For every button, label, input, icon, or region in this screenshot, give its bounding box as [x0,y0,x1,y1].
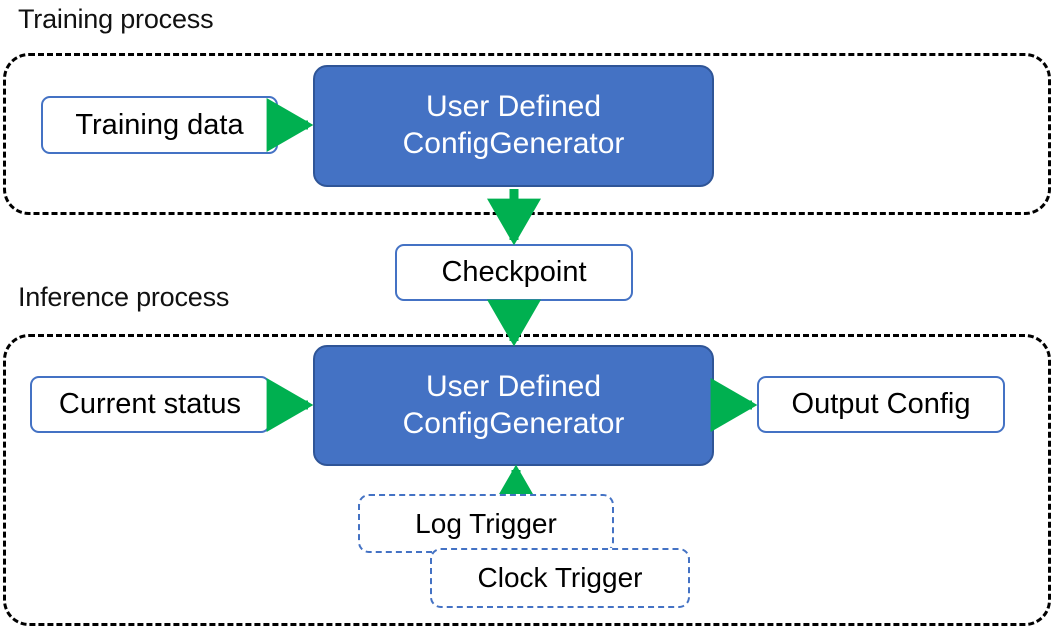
node-training-data[interactable]: Training data [41,96,278,154]
node-train-config-generator[interactable]: User Defined ConfigGenerator [313,65,714,187]
node-train-config-generator-line2: ConfigGenerator [402,127,625,160]
node-checkpoint[interactable]: Checkpoint [395,244,633,301]
node-output-config[interactable]: Output Config [757,376,1005,433]
node-current-status[interactable]: Current status [30,376,270,433]
node-infer-config-generator[interactable]: User Defined ConfigGenerator [313,345,714,466]
node-infer-config-generator-line1: User Defined [425,369,602,403]
node-infer-config-generator-line2: ConfigGenerator [402,406,625,440]
section-label-inference: Inference process [18,282,230,312]
node-train-config-generator-line1: User Defined [425,90,602,124]
node-clock-trigger[interactable]: Clock Trigger [430,548,690,608]
section-label-training: Training process [18,4,214,34]
node-log-trigger[interactable]: Log Trigger [358,494,614,553]
